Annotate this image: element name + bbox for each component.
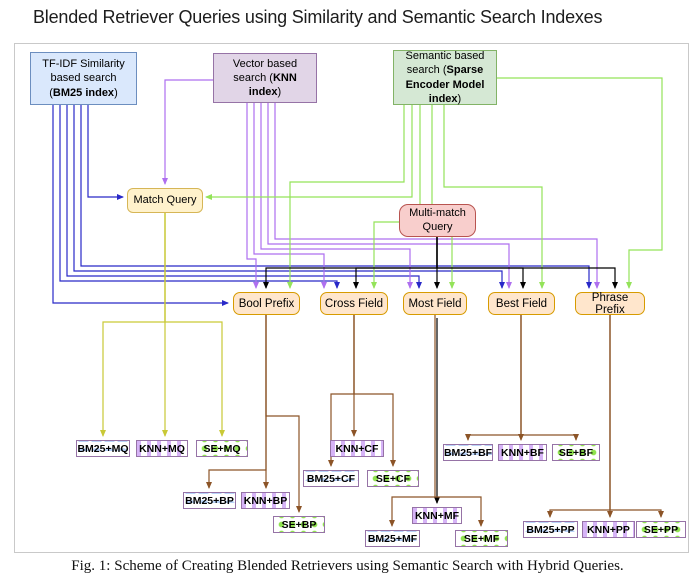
node-label: Vector based search (KNN index) xyxy=(232,57,298,99)
edges-bm25 xyxy=(52,105,592,306)
node-result-se-cf: SE+CF xyxy=(367,470,419,487)
node-phrase-prefix: Phrase Prefix xyxy=(575,291,645,316)
node-result-bm25-mq: BM25+MQ xyxy=(76,440,130,457)
node-label: BM25+MQ xyxy=(77,442,129,455)
node-result-se-pp: SE+PP xyxy=(636,521,686,538)
node-cross-field: Cross Field xyxy=(320,292,388,315)
node-label: SE+MF xyxy=(463,532,500,545)
node-result-bm25-pp: BM25+PP xyxy=(523,521,578,538)
node-result-se-mq: SE+MQ xyxy=(196,440,248,457)
node-result-knn-cf: KNN+CF xyxy=(330,440,384,457)
node-bool-prefix: Bool Prefix xyxy=(233,292,300,315)
node-result-knn-bf: KNN+BF xyxy=(498,444,547,461)
node-label: Match Query xyxy=(133,193,197,206)
node-result-bm25-bf: BM25+BF xyxy=(443,444,493,461)
node-knn-index-source: Vector based search (KNN index) xyxy=(213,53,317,103)
node-most-field: Most Field xyxy=(403,292,467,315)
node-label: BM25+BP xyxy=(185,494,234,507)
edges-subqueries xyxy=(206,315,664,527)
node-label: TF-IDF Similarity based search (BM25 ind… xyxy=(42,58,125,99)
node-result-knn-pp: KNN+PP xyxy=(582,521,635,538)
node-label: Cross Field xyxy=(324,297,384,310)
node-match-query: Match Query xyxy=(127,188,203,213)
node-bm25-index-source: TF-IDF Similarity based search (BM25 ind… xyxy=(30,52,137,105)
node-result-bm25-bp: BM25+BP xyxy=(183,492,236,509)
node-label: BM25+BF xyxy=(443,446,493,459)
node-multi-match-query: Multi-match Query xyxy=(399,204,476,237)
edges-knn xyxy=(162,79,600,289)
node-result-bm25-mf: BM25+MF xyxy=(365,530,420,547)
node-result-knn-mf: KNN+MF xyxy=(412,507,462,524)
node-label: SE+CF xyxy=(375,472,411,485)
node-label: BM25+CF xyxy=(306,472,356,485)
node-label: BM25+MF xyxy=(367,532,418,545)
node-label: Phrase Prefix xyxy=(591,291,629,316)
node-label: KNN+PP xyxy=(587,523,630,536)
node-result-bm25-cf: BM25+CF xyxy=(303,470,359,487)
node-label: Multi-match Query xyxy=(409,206,466,233)
node-sparse-encoder-source: Semantic based search (Sparse Encoder Mo… xyxy=(393,50,497,105)
figure-title: Blended Retriever Queries using Similari… xyxy=(33,7,603,27)
node-label: KNN+MQ xyxy=(139,442,185,455)
node-best-field: Best Field xyxy=(488,292,555,315)
node-label: KNN+CF xyxy=(335,442,379,455)
figure-caption: Fig. 1: Scheme of Creating Blended Retri… xyxy=(71,558,624,574)
node-result-knn-bp: KNN+BP xyxy=(241,492,290,509)
node-label: SE+BF xyxy=(558,446,594,459)
node-label: SE+MQ xyxy=(203,442,241,455)
node-label: KNN+MF xyxy=(414,509,460,522)
edges-match-query xyxy=(100,212,225,437)
node-result-se-mf: SE+MF xyxy=(455,530,508,547)
node-result-se-bf: SE+BF xyxy=(552,444,600,461)
node-label: Most Field xyxy=(408,297,462,310)
node-result-se-bp: SE+BP xyxy=(273,516,325,533)
node-label: Bool Prefix xyxy=(238,297,295,310)
node-label: SE+PP xyxy=(643,523,679,536)
node-label: BM25+PP xyxy=(526,523,575,536)
node-label: SE+BP xyxy=(281,518,317,531)
node-label: Best Field xyxy=(495,297,548,310)
node-label: KNN+BF xyxy=(501,446,544,459)
node-label: KNN+BP xyxy=(243,494,288,507)
edges-multimatch xyxy=(263,236,618,504)
node-label: Semantic based search (Sparse Encoder Mo… xyxy=(405,49,485,105)
node-result-knn-mq: KNN+MQ xyxy=(136,440,188,457)
